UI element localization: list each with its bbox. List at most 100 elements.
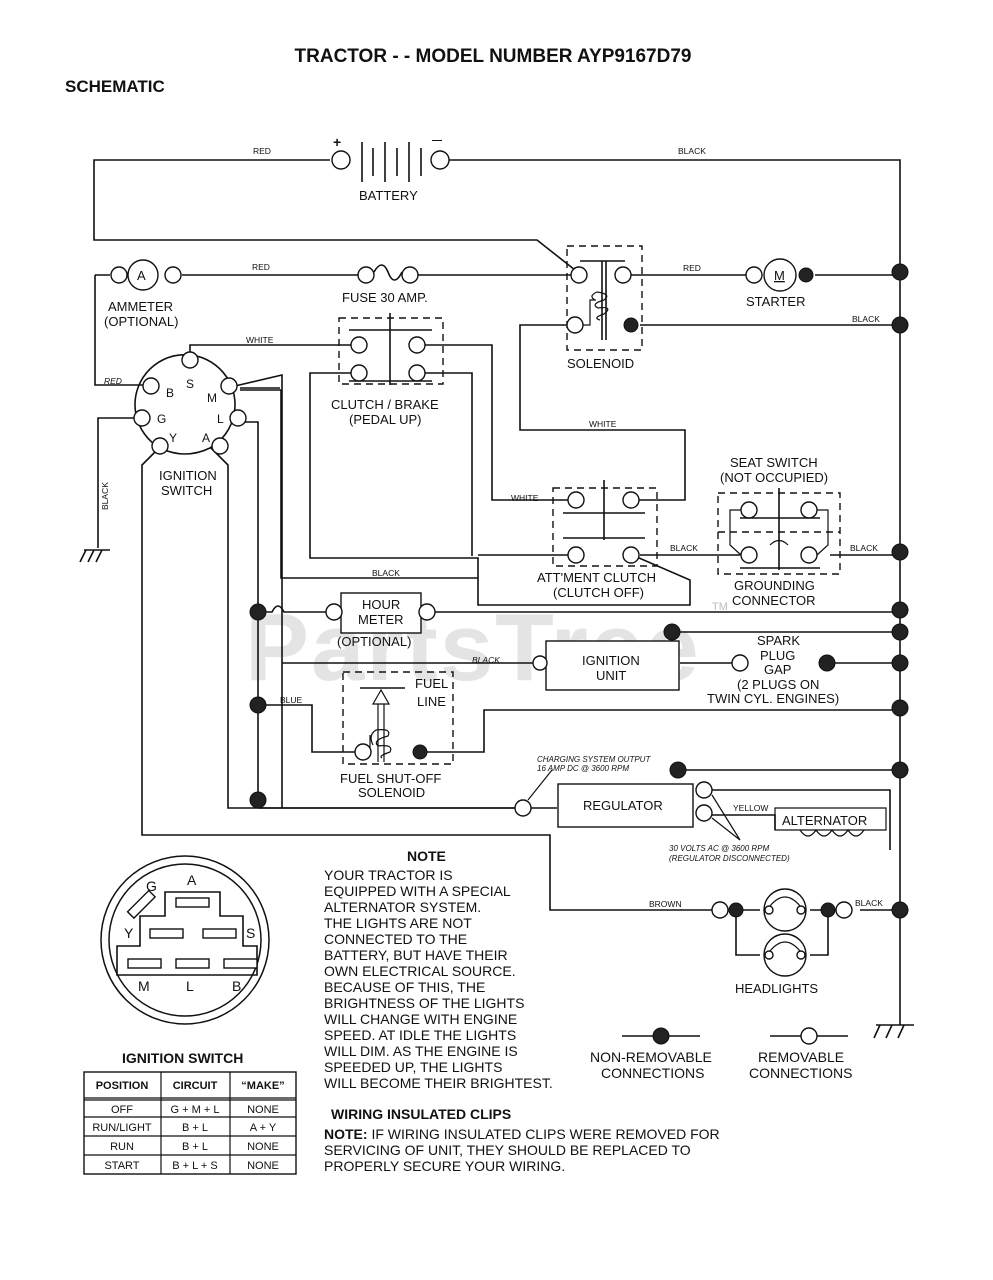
- table-cell: NONE: [247, 1160, 279, 1172]
- wire-labels: RED BLACK RED RED BLACK WHITE RED WHITE …: [100, 146, 883, 909]
- ammeter-label: AMMETER: [108, 299, 173, 314]
- note-line: YOUR TRACTOR IS: [324, 867, 453, 883]
- wire-label-black: BLACK: [372, 568, 400, 578]
- wire-label-yellow: YELLOW: [733, 803, 768, 813]
- battery-label: BATTERY: [359, 188, 418, 203]
- legend-removable-label: REMOVABLE: [758, 1049, 844, 1065]
- note-line: EQUIPPED WITH A SPECIAL: [324, 883, 511, 899]
- solenoid: SOLENOID: [566, 245, 643, 371]
- spark-plug-label2: PLUG: [760, 648, 795, 663]
- ac-output-note: (REGULATOR DISCONNECTED): [669, 854, 790, 863]
- wire-label-red: RED: [252, 262, 270, 272]
- terminal-m: M: [207, 391, 217, 405]
- hour-meter: HOUR METER (OPTIONAL): [325, 592, 436, 649]
- wire-label-black: BLACK: [472, 655, 500, 665]
- wire-label-black: BLACK: [852, 314, 880, 324]
- terminal-a: A: [202, 431, 210, 445]
- table-header-position: POSITION: [96, 1080, 149, 1092]
- junction-points: [249, 263, 909, 919]
- table-cell: B + L: [182, 1122, 208, 1134]
- wire-label-black: BLACK: [100, 482, 110, 510]
- spark-plug-label: SPARK: [757, 633, 800, 648]
- face-label-y: Y: [124, 925, 134, 941]
- watermark-tm: TM: [712, 601, 728, 613]
- terminal-b: B: [166, 386, 174, 400]
- note-line: SPEEDED UP, THE LIGHTS: [324, 1059, 502, 1075]
- note-line: WILL BECOME THEIR BRIGHTEST.: [324, 1075, 553, 1091]
- ground-symbol-right: [873, 1024, 914, 1039]
- ignition-switch-label: IGNITION: [159, 468, 217, 483]
- ground-symbol-left: [79, 549, 110, 563]
- wire-label-red: RED: [253, 146, 271, 156]
- battery-plus-icon: +: [333, 134, 341, 150]
- fuel-shutoff-solenoid: FUEL LINE FUEL SHUT-OFF SOLENOID: [340, 671, 454, 800]
- seat-switch-label: SEAT SWITCH: [730, 455, 818, 470]
- table-header-circuit: CIRCUIT: [173, 1080, 218, 1092]
- wiring-clips-note: WIRING INSULATED CLIPS NOTE: IF WIRING I…: [324, 1106, 720, 1174]
- wiring: [93, 159, 901, 1025]
- hour-meter-label2: METER: [358, 612, 404, 627]
- note-line: CONNECTED TO THE: [324, 931, 467, 947]
- wire-label-white: WHITE: [246, 335, 274, 345]
- alternator: ALTERNATOR: [774, 807, 887, 837]
- starter-symbol: M: [774, 268, 785, 283]
- table-cell: B + L + S: [172, 1160, 217, 1172]
- ac-output-label: 30 VOLTS AC @ 3600 RPM: [669, 844, 769, 853]
- clutch-brake-sublabel: (PEDAL UP): [349, 412, 421, 427]
- note-line: BECAUSE OF THIS, THE: [324, 979, 485, 995]
- fuse-label: FUSE 30 AMP.: [342, 290, 428, 305]
- page-subtitle: SCHEMATIC: [65, 77, 165, 96]
- fuel-line-label: FUEL: [415, 676, 448, 691]
- terminal-s: S: [186, 377, 194, 391]
- battery: + — BATTERY: [331, 134, 450, 203]
- wire-label-black: BLACK: [678, 146, 706, 156]
- note-line: WILL CHANGE WITH ENGINE: [324, 1011, 517, 1027]
- ammeter-symbol: A: [137, 268, 146, 283]
- terminal-l: L: [217, 412, 224, 426]
- headlights-label: HEADLIGHTS: [735, 981, 818, 996]
- note-line: ALTERNATOR SYSTEM.: [324, 899, 481, 915]
- wire-label-white: WHITE: [589, 419, 617, 429]
- attachment-clutch-label: ATT'MENT CLUTCH: [537, 570, 656, 585]
- ignition-switch-sublabel: SWITCH: [161, 483, 212, 498]
- note-line: OWN ELECTRICAL SOURCE.: [324, 963, 516, 979]
- grounding-connector-label: GROUNDING: [734, 578, 815, 593]
- ignition-switch-table: POSITION CIRCUIT “MAKE” OFF G + M + L NO…: [83, 1071, 297, 1175]
- battery-minus-icon: —: [432, 135, 442, 146]
- clutch-brake-switch: CLUTCH / BRAKE (PEDAL UP): [331, 313, 444, 427]
- table-cell: A + Y: [250, 1122, 277, 1134]
- ammeter: A AMMETER (OPTIONAL): [104, 259, 182, 329]
- wire-label-brown: BROWN: [649, 899, 682, 909]
- clips-line-2: SERVICING OF UNIT, THEY SHOULD BE REPLAC…: [324, 1142, 691, 1158]
- attachment-clutch-switch: ATT'MENT CLUTCH (CLUTCH OFF): [537, 480, 658, 600]
- wire-label-black: BLACK: [850, 543, 878, 553]
- wire-label-red: RED: [683, 263, 701, 273]
- face-label-g: G: [146, 878, 157, 894]
- seat-switch-sublabel: (NOT OCCUPIED): [720, 470, 828, 485]
- terminal-y: Y: [169, 431, 177, 445]
- face-label-m: M: [138, 978, 150, 994]
- face-label-b: B: [232, 978, 241, 994]
- wire-label-white: WHITE: [511, 493, 539, 503]
- ammeter-optional-label: (OPTIONAL): [104, 314, 178, 329]
- table-cell: NONE: [247, 1141, 279, 1153]
- charging-output-label: CHARGING SYSTEM OUTPUT: [537, 755, 651, 764]
- terminal-g: G: [157, 412, 166, 426]
- face-label-a: A: [187, 872, 197, 888]
- hour-meter-optional: (OPTIONAL): [337, 634, 411, 649]
- alternator-label: ALTERNATOR: [782, 813, 867, 828]
- spark-plug-note2: TWIN CYL. ENGINES): [707, 691, 839, 706]
- hour-meter-label: HOUR: [362, 597, 400, 612]
- clips-line: NOTE: IF WIRING INSULATED CLIPS WERE REM…: [324, 1126, 720, 1142]
- table-cell: RUN: [110, 1141, 134, 1153]
- headlights: HEADLIGHTS: [711, 888, 853, 996]
- wire-label-black: BLACK: [670, 543, 698, 553]
- note-line: SPEED. AT IDLE THE LIGHTS: [324, 1027, 516, 1043]
- starter: M STARTER: [745, 258, 814, 309]
- legend-removable: REMOVABLE CONNECTIONS: [749, 1027, 852, 1081]
- starter-label: STARTER: [746, 294, 805, 309]
- table-cell: NONE: [247, 1104, 279, 1116]
- note-title: NOTE: [407, 848, 446, 864]
- note-line: WILL DIM. AS THE ENGINE IS: [324, 1043, 518, 1059]
- legend-non-removable-label: NON-REMOVABLE: [590, 1049, 712, 1065]
